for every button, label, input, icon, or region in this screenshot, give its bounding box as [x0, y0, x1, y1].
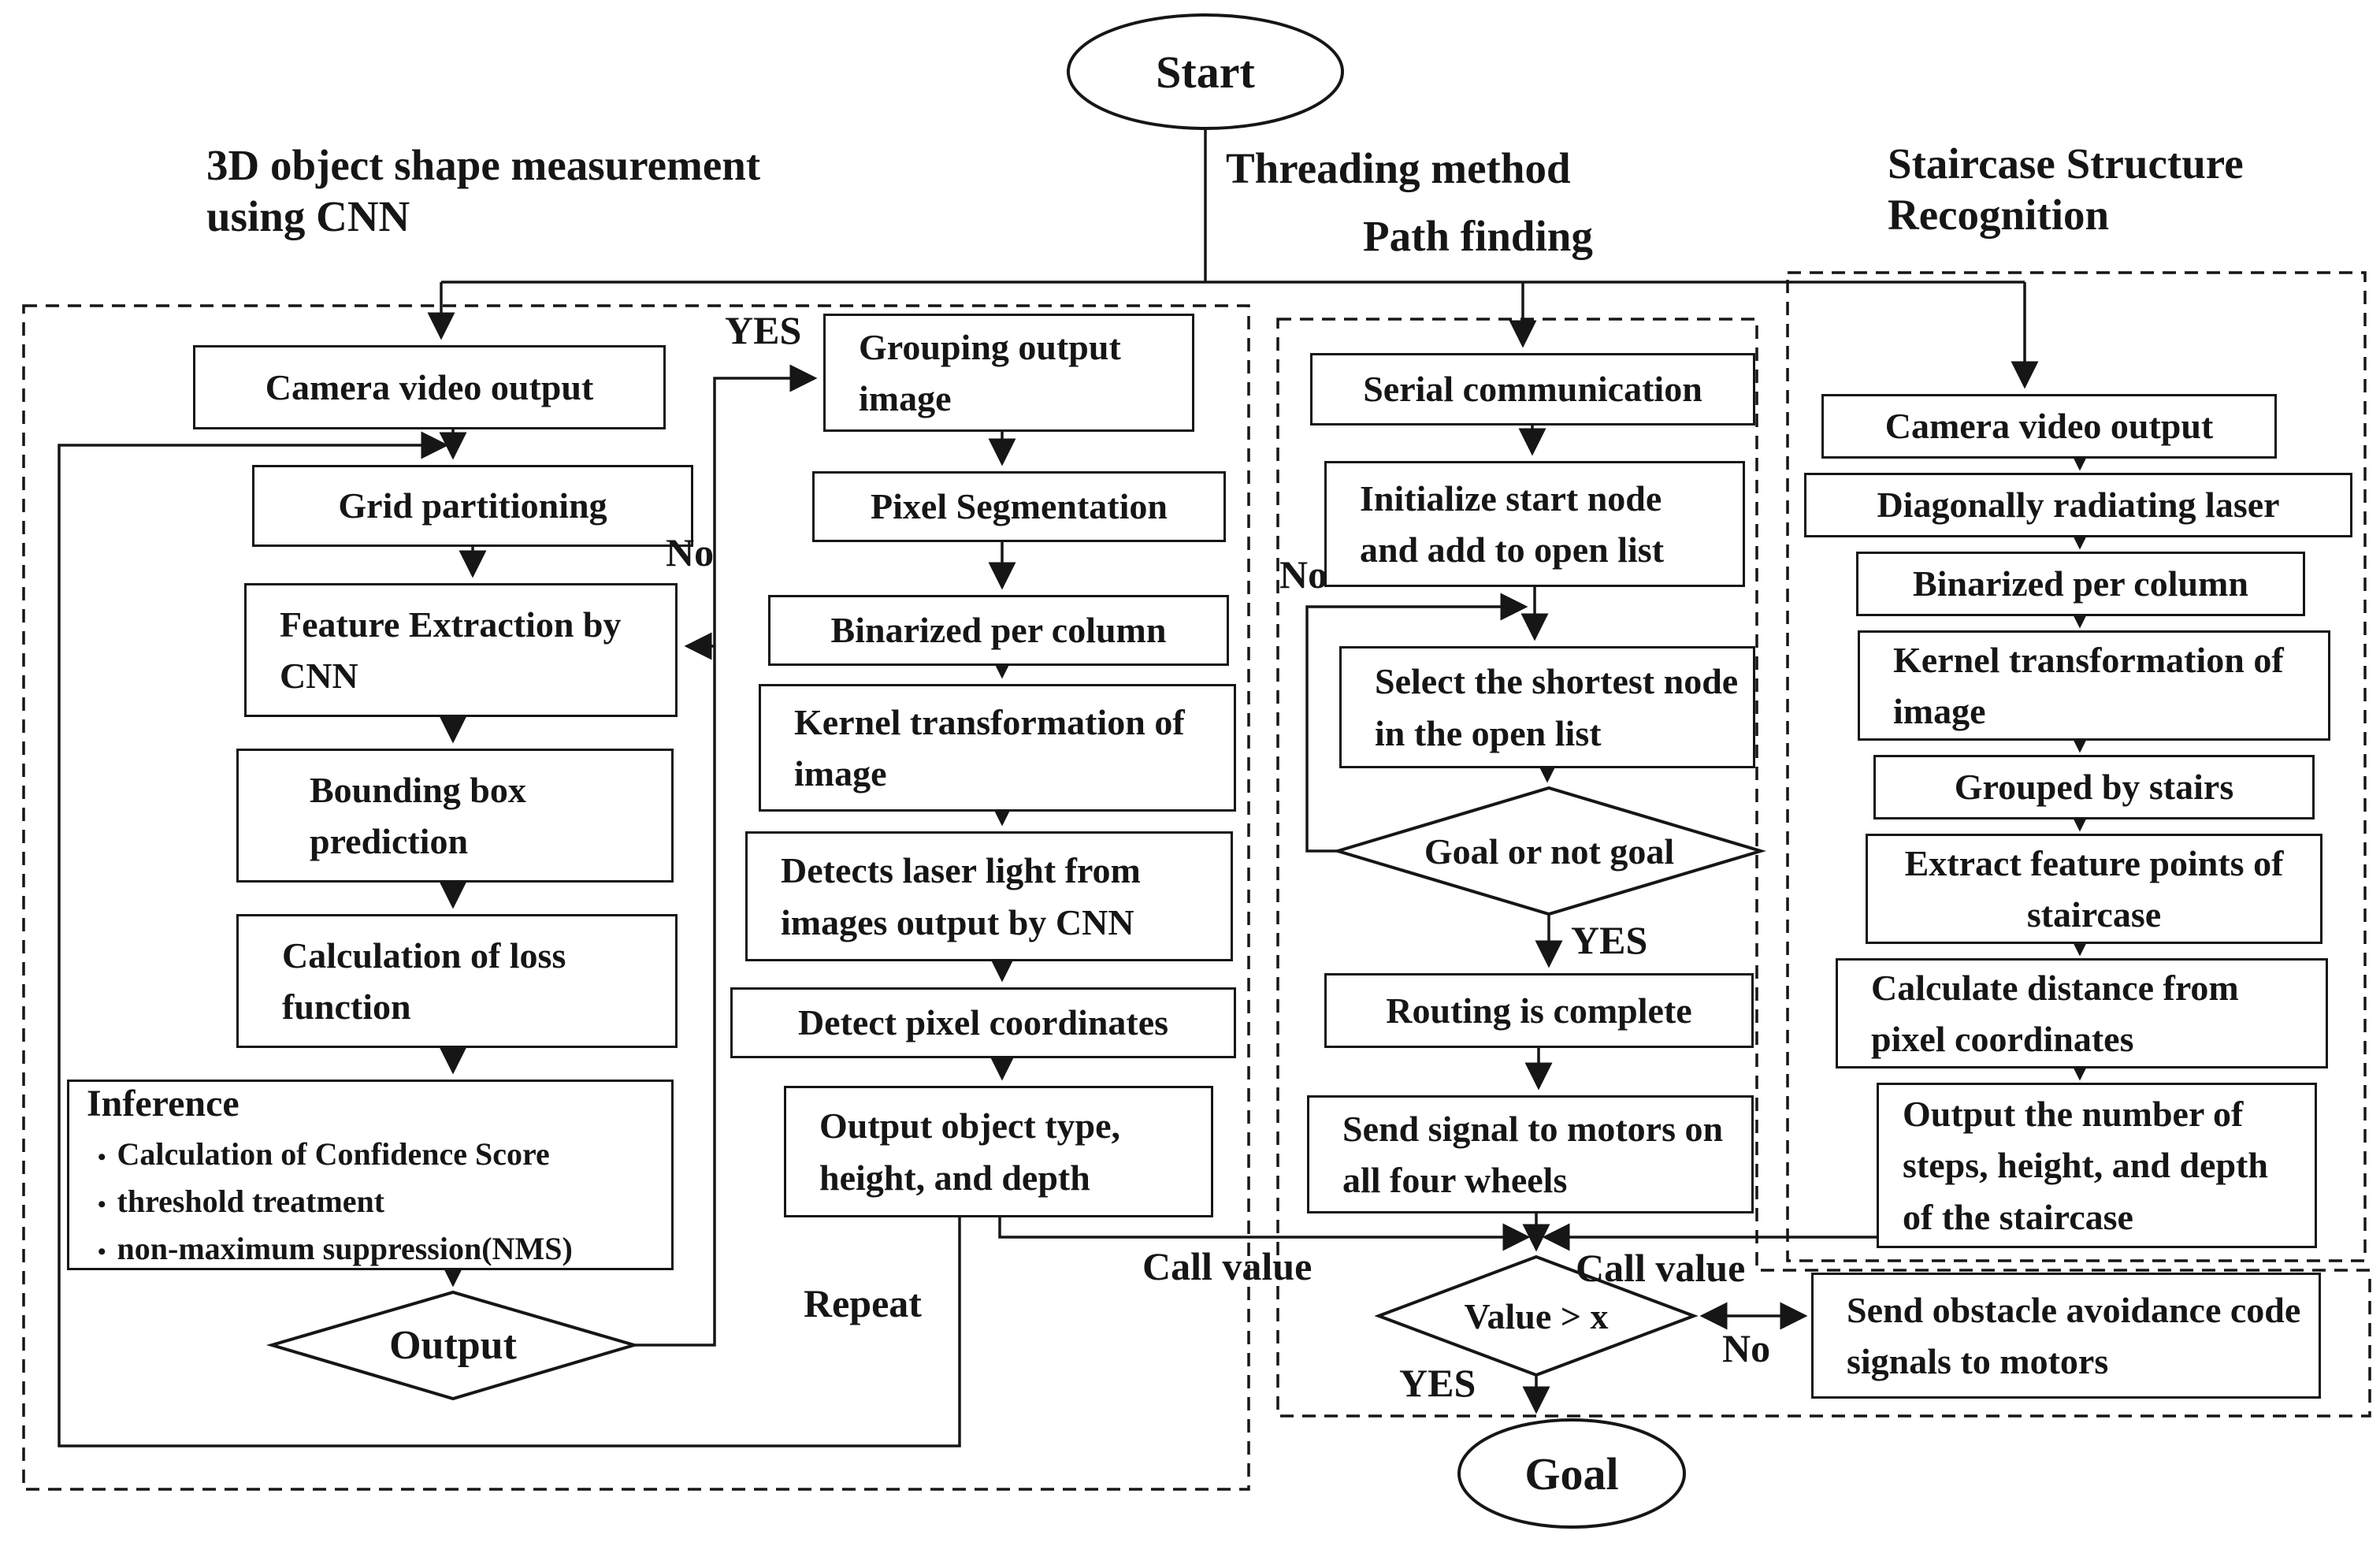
node-serial-communication: Serial communication	[1310, 353, 1755, 426]
no-loop-connector	[1305, 593, 1528, 853]
edge-label-call-value-left: Call value	[1142, 1244, 1313, 1288]
bullet-icon: •	[98, 1144, 106, 1171]
node-bounding-box-prediction: Bounding box prediction	[236, 749, 674, 883]
node-grouping-output-image: Grouping output image	[823, 314, 1194, 432]
edge-label-yes-value: YES	[1399, 1361, 1476, 1405]
inference-bullet: • non-maximum suppression(NMS)	[87, 1225, 671, 1273]
node-kernel-transformation-stair: Kernel transformation of image	[1858, 630, 2330, 741]
edge-label-yes-cnn: YES	[725, 308, 802, 352]
call-value-left-connector	[998, 1217, 1531, 1251]
node-extract-feature-points: Extract feature points of staircase	[1866, 834, 2322, 944]
node-loss-function: Calculation of loss function	[236, 914, 678, 1048]
node-calculate-distance: Calculate distance from pixel coordinate…	[1836, 958, 2328, 1068]
start-terminal-shape	[1067, 13, 1344, 130]
node-select-shortest-node: Select the shortest node in the open lis…	[1339, 646, 1755, 768]
staircase-region-border	[1786, 271, 2367, 1262]
edge-label-no-cnn: No	[666, 530, 715, 574]
node-camera-video-output-stair: Camera video output	[1821, 394, 2277, 459]
node-output-number-of-steps: Output the number of steps, height, and …	[1877, 1083, 2317, 1248]
node-output-object-type: Output object type, height, and depth	[784, 1086, 1213, 1217]
node-pixel-segmentation: Pixel Segmentation	[812, 471, 1226, 542]
inference-bullet-text: threshold treatment	[117, 1184, 385, 1220]
edge-label-no-value: No	[1722, 1326, 1771, 1370]
pathfinding-region-border	[1276, 318, 2371, 1418]
edge-label-yes-path: YES	[1571, 918, 1648, 962]
node-send-obstacle-avoidance: Send obstacle avoidance code signals to …	[1811, 1273, 2321, 1399]
start-terminal-label: Start	[1156, 46, 1255, 98]
inference-bullet-text: non-maximum suppression(NMS)	[117, 1231, 573, 1267]
node-inference: Inference • Calculation of Confidence Sc…	[67, 1080, 674, 1270]
inference-bullet-text: Calculation of Confidence Score	[117, 1136, 550, 1173]
heading-cnn: 3D object shape measurement using CNN	[206, 141, 761, 240]
node-send-signal-motors: Send signal to motors on all four wheels	[1307, 1095, 1754, 1213]
heading-threading: Threading method	[1226, 144, 1571, 192]
output-diamond-label: Output	[389, 1323, 517, 1368]
edge-label-call-value-right: Call value	[1576, 1246, 1746, 1290]
edge-label-no-path: No	[1279, 552, 1328, 596]
node-binarized-per-column-stair: Binarized per column	[1856, 552, 2305, 616]
node-kernel-transformation-cnn: Kernel transformation of image	[759, 684, 1236, 812]
heading-staircase: Staircase Structure Recognition	[1888, 139, 2244, 239]
node-binarized-per-column-cnn: Binarized per column	[768, 595, 1229, 666]
output-diamond-shape	[265, 1290, 640, 1401]
connectors	[58, 129, 2094, 1448]
node-routing-complete: Routing is complete	[1324, 973, 1754, 1048]
edge-label-repeat: Repeat	[804, 1281, 922, 1325]
inference-bullet: • Calculation of Confidence Score	[87, 1131, 671, 1178]
bullet-icon: •	[98, 1191, 106, 1218]
node-detect-pixel-coordinates: Detect pixel coordinates	[730, 987, 1236, 1058]
goal-check-diamond-shape	[1332, 786, 1767, 916]
heading-pathfinding: Path finding	[1363, 212, 1593, 260]
yes-loop-connector	[634, 364, 818, 1347]
bullet-icon: •	[98, 1239, 106, 1265]
node-initialize-start-node: Initialize start node and add to open li…	[1324, 461, 1745, 587]
node-diagonally-radiating-laser: Diagonally radiating laser	[1804, 473, 2352, 537]
node-camera-video-output-cnn: Camera video output	[193, 345, 666, 429]
goal-terminal-shape	[1457, 1418, 1686, 1529]
node-grid-partitioning: Grid partitioning	[252, 465, 693, 547]
node-detects-laser-light: Detects laser light from images output b…	[745, 831, 1233, 961]
goal-check-diamond-label: Goal or not goal	[1424, 831, 1675, 871]
cnn-region-border	[22, 304, 1250, 1491]
value-check-diamond-shape	[1374, 1254, 1699, 1377]
inference-title: Inference	[87, 1082, 239, 1124]
node-grouped-by-stairs: Grouped by stairs	[1873, 755, 2315, 819]
value-check-diamond-label: Value > x	[1464, 1295, 1609, 1336]
node-feature-extraction: Feature Extraction by CNN	[244, 583, 678, 717]
goal-terminal-label: Goal	[1524, 1448, 1619, 1500]
repeat-loop-connector	[58, 431, 961, 1448]
inference-bullet: • threshold treatment	[87, 1178, 671, 1225]
